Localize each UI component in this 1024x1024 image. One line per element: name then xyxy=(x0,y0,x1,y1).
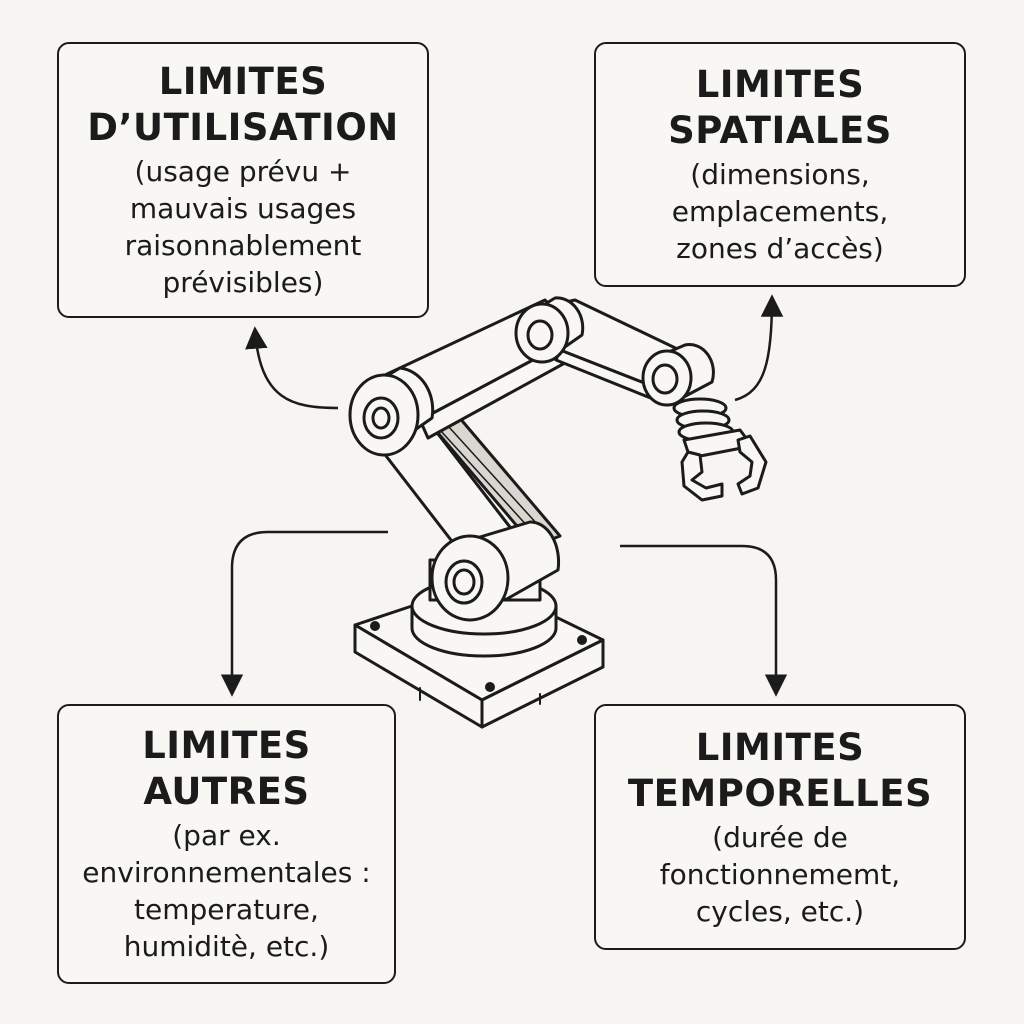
box-limites-spatiales: LIMITES SPATIALES (dimensions, emplaceme… xyxy=(594,42,966,287)
box-limites-autres: LIMITES AUTRES (par ex. environnementale… xyxy=(57,704,396,984)
robot-shoulder-joint xyxy=(348,366,435,457)
box-title-line1: LIMITES xyxy=(695,725,865,769)
box-title-line1: LIMITES xyxy=(695,63,865,106)
box-title-line2: D’UTILISATION xyxy=(87,106,399,149)
robot-wrist-joint xyxy=(641,343,715,407)
robot-arm-icon xyxy=(348,296,768,729)
box-description: (usage prévu + mauvais usages raisonnabl… xyxy=(124,155,362,299)
box-description: (par ex. environnementales : temperature… xyxy=(82,819,371,963)
box-title-line2: SPATIALES xyxy=(668,109,892,152)
arrow-to-autres xyxy=(220,530,388,697)
box-title-line1: LIMITES xyxy=(158,60,328,103)
box-limites-temporelles: LIMITES TEMPORELLES (durée de fonctionne… xyxy=(594,704,966,950)
arrow-to-spatiales xyxy=(734,294,784,402)
robot-gripper xyxy=(680,428,768,502)
box-title-line2: AUTRES xyxy=(143,770,310,813)
box-description: (dimensions, emplacements, zones d’accès… xyxy=(671,158,889,265)
box-title-line1: LIMITES xyxy=(142,724,311,767)
box-title-line2: TEMPORELLES xyxy=(627,771,933,815)
box-description: (durée de fonctionnememt, cycles, etc.) xyxy=(659,820,901,928)
robot-base-joint xyxy=(430,520,561,622)
robot-elbow-joint xyxy=(514,296,585,364)
box-limites-utilisation: LIMITES D’UTILISATION (usage prévu + mau… xyxy=(57,42,429,318)
arrow-to-temporelles xyxy=(620,544,788,697)
arrow-to-utilisation xyxy=(245,326,339,410)
